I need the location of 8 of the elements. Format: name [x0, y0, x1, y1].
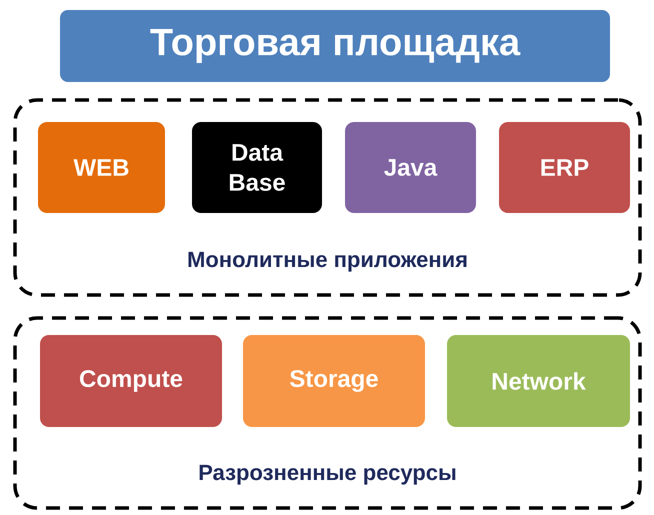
component-box: Network: [447, 335, 630, 427]
component-box: Java: [345, 122, 476, 213]
component-box: Data Base: [192, 122, 322, 213]
component-box: Compute: [40, 335, 222, 427]
title-box: Торговая площадка: [60, 10, 610, 82]
component-box: ERP: [499, 122, 630, 213]
component-box: WEB: [38, 122, 165, 213]
component-box: Storage: [243, 335, 425, 427]
